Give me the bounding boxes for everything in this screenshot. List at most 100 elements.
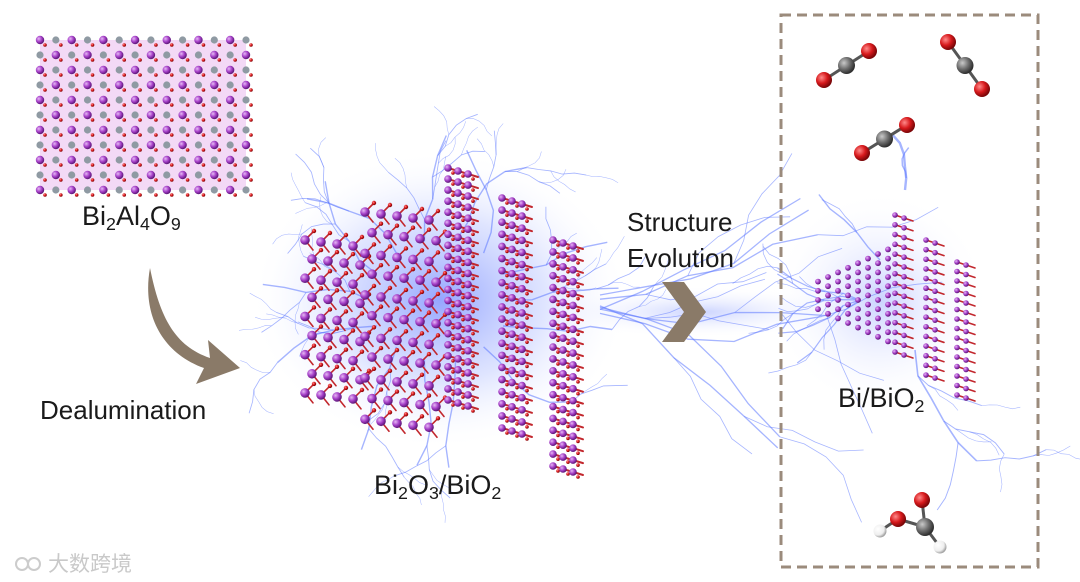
- o-atom: [138, 103, 142, 107]
- o-atom: [576, 356, 580, 360]
- o-atom: [91, 178, 95, 182]
- bi-atom: [825, 302, 831, 308]
- o-atom: [461, 229, 465, 233]
- o-atom: [427, 228, 431, 232]
- bi-atom: [815, 297, 821, 303]
- bi-atom: [464, 236, 472, 244]
- o-atom: [319, 363, 323, 367]
- bi-atom: [454, 267, 462, 275]
- o-atom: [202, 193, 206, 197]
- watermark: 大数跨境: [14, 548, 132, 578]
- o-atom: [138, 133, 142, 137]
- al-atom: [179, 186, 186, 193]
- o-atom: [233, 118, 237, 122]
- bi-atom: [825, 293, 831, 299]
- bi-atom: [569, 444, 577, 452]
- bi-atom: [508, 282, 516, 290]
- o-atom: [505, 213, 509, 217]
- bi-atom: [36, 66, 44, 74]
- o-atom: [170, 118, 174, 122]
- bi-atom: [559, 406, 567, 414]
- o-atom: [505, 407, 509, 411]
- bi-atom: [569, 421, 577, 429]
- o-atom: [420, 331, 424, 335]
- o-atom: [186, 193, 190, 197]
- o-atom: [233, 73, 237, 77]
- bi-atom: [210, 171, 218, 179]
- o-atom: [505, 274, 509, 278]
- bi-atom: [932, 240, 938, 246]
- o-atom: [202, 163, 206, 167]
- o-atom: [43, 133, 47, 137]
- bi-atom: [444, 208, 452, 216]
- o-atom: [404, 412, 408, 416]
- o-atom: [471, 343, 475, 347]
- o-atom: [471, 409, 475, 413]
- bi-atom: [131, 186, 139, 194]
- bi-atom: [415, 234, 425, 244]
- o-atom: [451, 326, 455, 330]
- bi-atom: [376, 334, 386, 344]
- bi-atom: [415, 400, 425, 410]
- o-atom: [576, 249, 580, 253]
- bi-atom: [865, 256, 871, 262]
- bi-atom: [99, 186, 107, 194]
- al-atom: [100, 171, 107, 178]
- o-atom: [505, 238, 509, 242]
- o-atom: [138, 118, 142, 122]
- o-atom: [218, 43, 222, 47]
- bi-atom: [383, 271, 393, 281]
- bi-atom: [99, 126, 107, 134]
- bi-atom: [194, 66, 202, 74]
- bi-atom: [549, 438, 557, 446]
- o-atom: [505, 359, 509, 363]
- bi-atom: [348, 241, 358, 251]
- bi-atom: [885, 274, 891, 280]
- bi-atom: [454, 189, 462, 197]
- o-atom: [43, 43, 47, 47]
- o-atom: [249, 88, 253, 92]
- bi-atom: [424, 381, 434, 391]
- bi-atom: [415, 317, 425, 327]
- o-atom: [515, 386, 519, 390]
- o-atom: [43, 118, 47, 122]
- o-atom: [360, 273, 364, 277]
- al-atom: [242, 96, 249, 103]
- o-atom: [122, 58, 126, 62]
- o-atom: [249, 58, 253, 62]
- bi-atom: [954, 259, 960, 265]
- lightning-branch: [586, 175, 618, 183]
- bi-atom: [901, 235, 907, 241]
- bi-atom: [549, 319, 557, 327]
- bi-atom: [932, 366, 938, 372]
- bi-atom: [559, 418, 567, 426]
- o-atom: [471, 277, 475, 281]
- o-atom: [170, 163, 174, 167]
- al-atom: [179, 36, 186, 43]
- bi-atom: [323, 333, 333, 343]
- bi-atom: [147, 51, 155, 59]
- o-atom: [344, 386, 348, 390]
- o-atom: [451, 359, 455, 363]
- bi-atom: [316, 390, 326, 400]
- bi-atom: [163, 156, 171, 164]
- bi-atom: [408, 420, 418, 430]
- o-atom: [515, 410, 519, 414]
- bi-atom: [963, 262, 969, 268]
- bi-atom: [855, 316, 861, 322]
- bi-atom: [226, 126, 234, 134]
- bi-atom: [892, 212, 898, 218]
- bi-atom: [549, 367, 557, 375]
- o-atom: [411, 226, 415, 230]
- o-atom: [218, 73, 222, 77]
- o-atom: [218, 88, 222, 92]
- o-atom: [471, 299, 475, 303]
- bi-atom: [115, 81, 123, 89]
- o-atom: [566, 377, 570, 381]
- bi-atom: [83, 171, 91, 179]
- bi-atom: [932, 279, 938, 285]
- o-atom: [505, 310, 509, 314]
- bi-atom: [300, 312, 310, 322]
- bi-atom: [83, 141, 91, 149]
- o-atom: [43, 73, 47, 77]
